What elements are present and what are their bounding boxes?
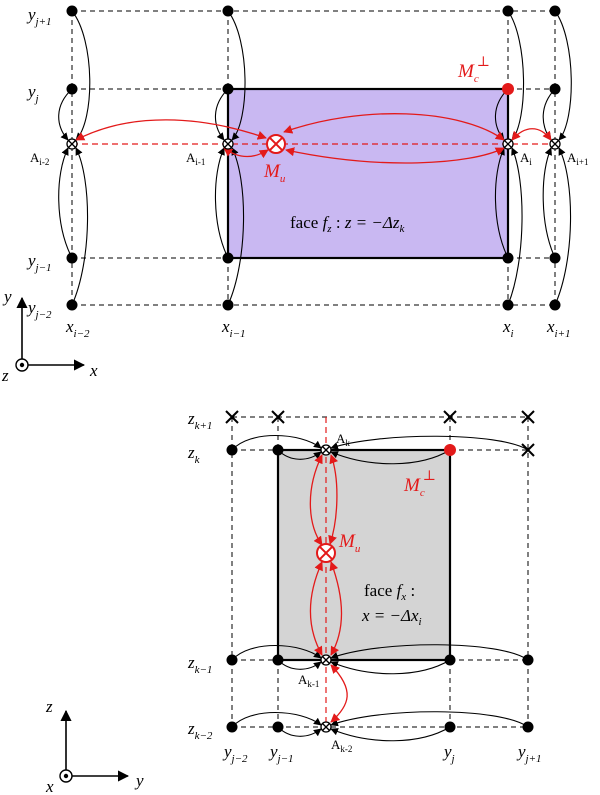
svg-text:yj−1: yj−1 [268, 742, 294, 765]
face-fz [226, 87, 510, 260]
mu-label-top: Mu [263, 161, 286, 185]
svg-text:xi−2: xi−2 [65, 317, 90, 340]
svg-text:zk−1: zk−1 [187, 653, 212, 676]
top-grid-nodes [66, 5, 561, 311]
top-a-labels: Ai-2 Ai-1 Ai Ai+1 [30, 150, 588, 167]
bottom-a-nodes [320, 444, 332, 733]
face-fx [276, 448, 452, 662]
bottom-red-arrows [309, 454, 348, 723]
mu-label-bottom: Mu [338, 531, 361, 555]
bottom-x-markers [225, 410, 535, 457]
svg-text:zk: zk [187, 443, 201, 466]
mu-symbol-bottom [316, 543, 336, 563]
svg-text:z: z [45, 697, 53, 716]
svg-text:yj+1: yj+1 [516, 742, 542, 765]
top-y-labels: yj+1 yj yj−1 yj−2 [26, 5, 52, 321]
mc-red-node-top [502, 83, 514, 95]
mc-label-top: Mc⊥ [457, 55, 490, 85]
svg-text:xi: xi [502, 317, 514, 340]
svg-text:xi+1: xi+1 [546, 317, 571, 340]
face-text-bottom-line2: x = −Δxi [361, 606, 422, 628]
svg-text:yj: yj [26, 82, 39, 105]
bottom-y-labels: yj−2 yj−1 yj yj+1 [222, 742, 542, 765]
svg-text:Ai-1: Ai-1 [186, 150, 205, 167]
svg-text:Ak-1: Ak-1 [298, 672, 319, 689]
svg-text:yj+1: yj+1 [26, 5, 52, 28]
svg-text:xi−1: xi−1 [221, 317, 246, 340]
bottom-z-labels: zk+1 zk zk−1 zk−2 [187, 409, 213, 742]
face-text-top: face fz : z = −Δzk [290, 213, 405, 235]
svg-text:Ak: Ak [336, 431, 350, 448]
svg-text:yj−1: yj−1 [26, 251, 52, 274]
top-axes: y x z [1, 287, 98, 385]
svg-text:Ai: Ai [520, 150, 532, 167]
svg-text:yj: yj [442, 742, 455, 765]
svg-text:y: y [134, 771, 144, 790]
mc-label-bottom: Mc⊥ [403, 469, 436, 499]
bottom-axes: z y x [45, 697, 144, 795]
svg-text:Ai-2: Ai-2 [30, 150, 49, 167]
top-panel: yj+1 yj yj−1 yj−2 xi−2 xi−1 xi xi+1 Ai-2… [1, 5, 588, 385]
bottom-a-labels: Ak Ak-1 Ak-2 [298, 431, 352, 754]
svg-text:Ak-2: Ak-2 [331, 737, 352, 754]
top-red-arrows [75, 113, 552, 164]
svg-text:z: z [1, 366, 9, 385]
svg-text:zk+1: zk+1 [187, 409, 212, 432]
svg-text:x: x [89, 361, 98, 380]
bottom-panel: zk+1 zk zk−1 zk−2 yj−2 yj−1 yj yj+1 Ak A… [45, 409, 542, 795]
svg-text:zk−2: zk−2 [187, 719, 213, 742]
svg-text:yj−2: yj−2 [26, 298, 52, 321]
bottom-grid-nodes [226, 444, 534, 733]
svg-text:y: y [2, 287, 12, 306]
svg-text:yj−2: yj−2 [222, 742, 248, 765]
mu-symbol-top [266, 134, 286, 154]
top-x-labels: xi−2 xi−1 xi xi+1 [65, 317, 571, 340]
face-text-bottom-line1: face fx : [364, 581, 415, 603]
bottom-grid-dashed [231, 416, 529, 728]
svg-text:Ai+1: Ai+1 [567, 150, 588, 167]
mc-red-node-bottom [444, 444, 456, 456]
top-a-nodes [66, 138, 561, 150]
svg-text:x: x [45, 777, 54, 795]
